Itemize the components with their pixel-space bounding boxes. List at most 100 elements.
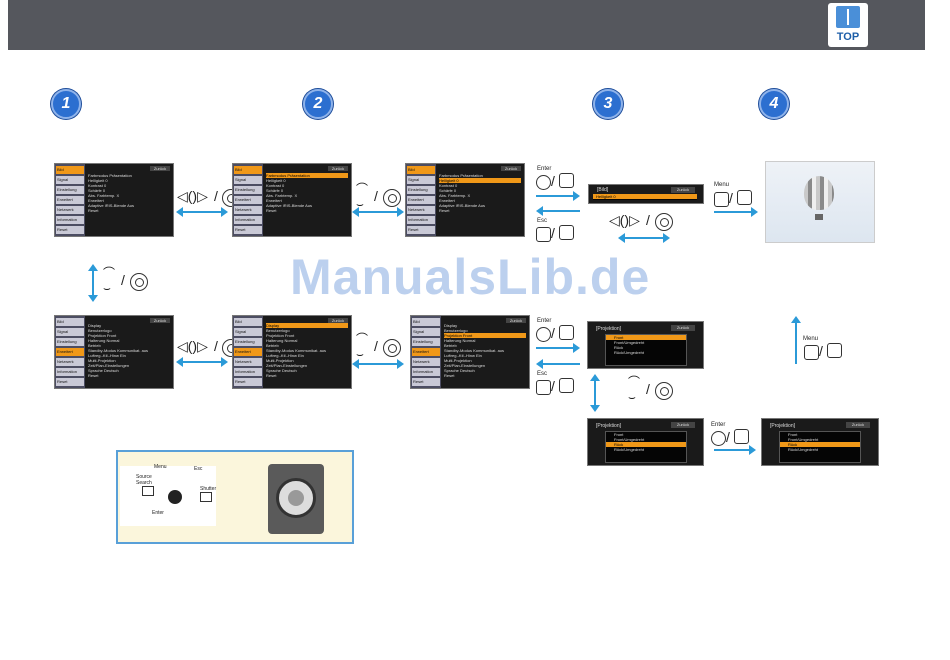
side-item-signal: Signal [412, 328, 440, 336]
back-label: Zurück [501, 166, 521, 171]
menu-line: Sprache Deutsch [266, 368, 297, 373]
option-front: Front [788, 432, 798, 437]
menu-line: Zeit/Plan-Einstellungen [444, 363, 486, 368]
back-label: Zurück [671, 187, 695, 193]
back-label: Zurück [506, 318, 526, 323]
menu-line: Abs. Farbtemp. X [88, 193, 120, 198]
menu-key-label: Menu [714, 182, 730, 188]
enter-key-label: Enter [711, 422, 726, 428]
side-item-bild: Bild [56, 318, 84, 326]
slash: / [374, 188, 378, 204]
dial-icon [383, 189, 401, 207]
menu-pane: Farbmodus Präsentation Helligkeit 0 Kont… [439, 173, 521, 213]
top-button[interactable]: TOP [828, 3, 868, 47]
dialog-body: Helligkeit 0 [593, 194, 697, 200]
esc-key-label: Esc [537, 371, 548, 377]
side-item-reset: Reset [407, 226, 435, 234]
side-item-signal: Signal [234, 176, 262, 184]
menu-line: Reset [88, 373, 99, 378]
menu-line: Farbmodus Präsentation [266, 173, 348, 178]
watermark: ManualsLib.de [290, 249, 651, 305]
menu-line: Luftreg.-Ktl.-Hinw Ein [266, 353, 304, 358]
arrow-both [176, 357, 228, 367]
side-item-signal: Signal [234, 328, 262, 336]
option-front: Front [614, 432, 624, 437]
shutter-label: Shutter [200, 486, 217, 492]
side-item-reset: Reset [56, 378, 84, 386]
menu-line: Halterung Normal [88, 338, 120, 343]
enter-key-icon [536, 327, 551, 342]
menu-line: Schärfe 0 [439, 188, 457, 193]
side-item-bild: Bild [412, 318, 440, 326]
enter-key-label: Enter [537, 166, 552, 172]
side-item-signal: Signal [407, 176, 435, 184]
slash: / [214, 188, 218, 204]
menu-line: Reset [444, 373, 455, 378]
menu-line: Benutzerlogo [88, 328, 112, 333]
arrow-both [176, 207, 228, 217]
helligkeit-dialog: [Bild] Zurück Helligkeit 0 [588, 184, 704, 204]
slash: / [551, 325, 555, 341]
remote-enter-icon [559, 325, 574, 340]
back-label: Zurück [846, 422, 870, 428]
menu-key-icon [804, 345, 819, 360]
menu-line: Betrieb [444, 343, 457, 348]
balloon-basket [815, 214, 823, 220]
menu-line: Sprache Deutsch [88, 368, 119, 373]
left-right-keys-icon: ◁()▷ [177, 188, 208, 204]
side-item-netzwerk: Netzwerk [234, 206, 262, 214]
remote-enter-icon [734, 429, 749, 444]
enter-key-icon [536, 175, 551, 190]
back-label: Zurück [150, 318, 170, 323]
esc-key-label: Esc [194, 466, 203, 472]
step-3-badge: 3 [593, 89, 623, 119]
side-item-information: Information [412, 368, 440, 376]
slash: / [646, 212, 650, 228]
menu-sidebar: Bild Signal Einstellung Erweitert Netzwe… [233, 316, 263, 388]
enter-button-icon [168, 490, 182, 504]
source-search-label: Source Search [136, 474, 152, 486]
slash: / [551, 173, 555, 189]
remote-esc-icon [559, 378, 574, 393]
slash: / [729, 190, 733, 206]
esc-key-label: Esc [537, 218, 548, 224]
side-item-einstellung: Einstellung [56, 338, 84, 346]
slash: / [726, 429, 730, 445]
side-item-erweitert: Erweitert [234, 196, 262, 204]
esc-key-icon [536, 227, 551, 242]
menu-screen-erweitert-1: Bild Signal Einstellung Erweitert Netzwe… [54, 315, 174, 389]
side-item-bild: Bild [234, 166, 262, 174]
left-right-keys-icon: ◁()▷ [177, 338, 208, 354]
dialog-title: [Projektion] [770, 423, 796, 429]
enter-key-label: Enter [537, 318, 552, 324]
side-item-erweitert: Erweitert [234, 348, 262, 356]
menu-pane: Farbmodus Präsentation Helligkeit 0 Kont… [88, 173, 170, 213]
menu-line: Halterung Normal [444, 338, 476, 343]
up-down-keys-icon: ⌒⌣ [356, 182, 369, 211]
menu-screen-bild-3: Bild Signal Einstellung Erweitert Netzwe… [405, 163, 525, 237]
arrow-right [536, 191, 580, 201]
menu-pane: Display Benutzerlogo Projektion Front Ha… [266, 323, 348, 378]
option-front-umgedreht: Front/Umgedreht [788, 437, 819, 442]
slash: / [646, 381, 650, 397]
menu-line: Abs. Farbtemp. X [439, 193, 471, 198]
step-4-badge: 4 [759, 89, 789, 119]
menu-line: Farbmodus Präsentation [439, 173, 483, 178]
dialog-body: Front Front/Umgedreht Rück Rück/Umgedreh… [605, 334, 687, 366]
menu-line: Abs. Farbtemp. X [266, 193, 298, 198]
arrow-right [536, 343, 580, 353]
back-label: Zurück [328, 166, 348, 171]
menu-line: Multi-Projektion [88, 358, 116, 363]
balloon-image-icon [804, 176, 834, 210]
control-center-icon [288, 490, 304, 506]
side-item-bild: Bild [234, 318, 262, 326]
menu-line: Kontrast 0 [439, 183, 458, 188]
projektion-dialog-3: [Projektion] Zurück Front Front/Umgedreh… [761, 418, 879, 466]
menu-line: Erweitert [88, 198, 104, 203]
menu-line: Helligkeit 0 [266, 178, 286, 183]
menu-line: Erweitert [266, 198, 282, 203]
menu-key-label: Menu [803, 336, 819, 342]
option-rueck-umgedreht: Rück/Umgedreht [614, 447, 645, 452]
side-item-information: Information [234, 368, 262, 376]
source-search-button-icon [142, 486, 154, 496]
